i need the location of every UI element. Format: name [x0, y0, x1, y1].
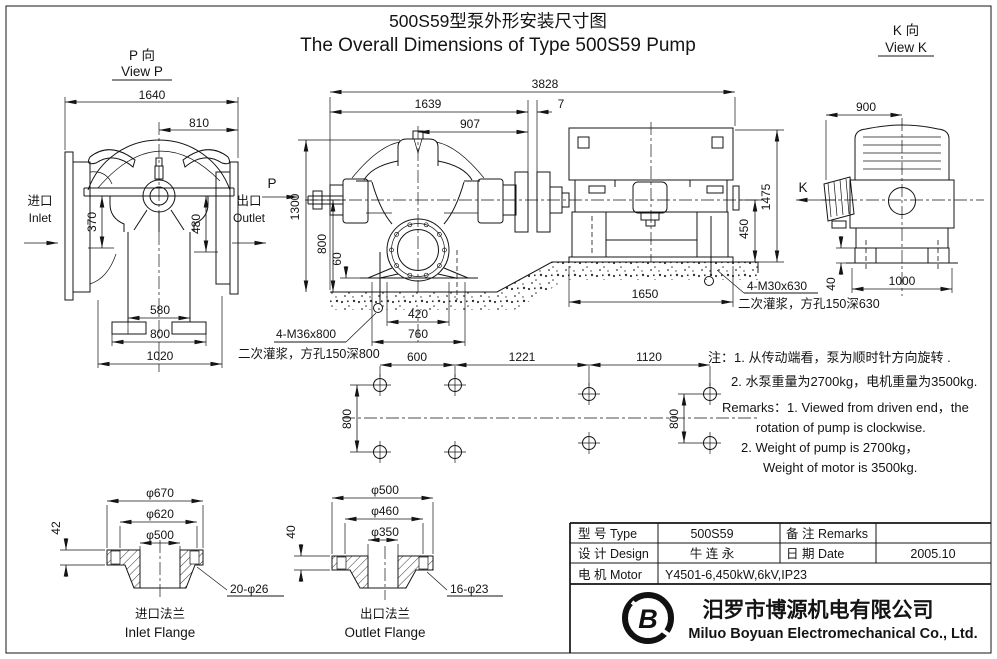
inlet-label-zh: 进口: [27, 194, 52, 208]
dim-1000: 1000: [889, 274, 916, 288]
p-direction-label: P: [267, 176, 276, 191]
view-p-heading-zh: P 向: [129, 48, 155, 63]
view-p-heading-en: View P: [121, 64, 163, 79]
outlet-flange-label-en: Outlet Flange: [344, 625, 425, 640]
company-name-en: Miluo Boyuan Electromechanical Co., Ltd.: [688, 626, 977, 642]
dim-phi620: φ620: [146, 507, 174, 521]
dim-810: 810: [189, 116, 209, 130]
dim-phi500-out: φ500: [371, 483, 399, 497]
logo-glyph: B: [638, 604, 658, 634]
pump-anchor-note: 4-M36x800 二次灌浆，方孔150深800: [238, 312, 380, 361]
grout-band: [330, 262, 758, 310]
company-name-zh: 汨罗市博源机电有限公司: [703, 598, 934, 622]
dim-760: 760: [408, 327, 428, 341]
dim-1020: 1020: [147, 349, 174, 363]
dim-42: 42: [49, 521, 63, 535]
k-direction-label: K: [798, 180, 807, 195]
dim-1300: 1300: [288, 193, 302, 220]
note-en-1: Remarks：1. Viewed from driven end，the: [722, 400, 969, 415]
title-zh: 500S59型泵外形安装尺寸图: [389, 11, 607, 31]
tb-motor-label: 电 机 Motor: [578, 568, 642, 582]
dim-900: 900: [856, 100, 876, 114]
dim-1639: 1639: [415, 97, 442, 111]
dim-40-out: 40: [284, 525, 298, 539]
title-en: The Overall Dimensions of Type 500S59 Pu…: [300, 35, 696, 56]
foundation-plan: 600 1221 1120 800 800: [340, 350, 760, 463]
view-k-heading-en: View K: [885, 40, 927, 55]
dim-40-k: 40: [824, 277, 838, 291]
view-k: K 向 View K 900: [822, 23, 984, 296]
dim-1475: 1475: [759, 183, 773, 210]
dim-800-p: 800: [150, 327, 170, 341]
motor-side-view: [568, 127, 740, 263]
inlet-label-en: Inlet: [29, 211, 52, 225]
terminal-box: [823, 176, 855, 229]
motor-anchor-note: 4-M30x630 二次灌浆，方孔150深630: [716, 269, 880, 311]
dim-1221: 1221: [509, 350, 536, 364]
note-en-2: rotation of pump is clockwise.: [756, 420, 926, 435]
suction-flange-bolts: [389, 222, 447, 278]
inlet-flange-label-zh: 进口法兰: [135, 607, 185, 621]
note-en-4: Weight of motor is 3500kg.: [763, 460, 917, 475]
dim-480: 480: [189, 214, 203, 234]
dim-3828: 3828: [532, 77, 559, 91]
notes-block: 注：1. 从传动端看，泵为顺时针方向旋转 . 2. 水泵重量为2700kg，电机…: [708, 350, 977, 475]
inlet-holes: 20-φ26: [230, 582, 269, 596]
view-k-heading-zh: K 向: [893, 23, 919, 38]
dim-1640: 1640: [139, 88, 166, 102]
foundation-bolts: [369, 374, 721, 463]
motor-anchor-bolt: 4-M30x630: [747, 279, 807, 293]
dim-phi500: φ500: [146, 528, 174, 542]
tb-design-value: 牛 连 永: [690, 546, 735, 561]
dim-phi460: φ460: [371, 504, 399, 518]
note-zh-1: 注：1. 从传动端看，泵为顺时针方向旋转 .: [708, 350, 951, 365]
title-block: 型 号 Type 500S59 备 注 Remarks 设 计 Design 牛…: [569, 522, 991, 653]
main-side-view: 3828 1639 7 907 1300 800 60 P: [238, 77, 880, 361]
dim-370: 370: [85, 212, 99, 232]
dim-420: 420: [408, 307, 428, 321]
tb-date-value: 2005.10: [910, 547, 955, 561]
dim-800-left: 800: [340, 409, 354, 429]
dim-800-shaft: 800: [315, 234, 329, 254]
inlet-flange-label-en: Inlet Flange: [125, 625, 196, 640]
inlet-flange-detail: φ670 φ620 φ500 42 20-φ26 进口法兰 Inlet Flan…: [49, 486, 284, 640]
outlet-label-en: Outlet: [233, 211, 266, 225]
tb-type-label: 型 号 Type: [578, 527, 637, 541]
dim-1650: 1650: [632, 287, 659, 301]
dim-60: 60: [330, 252, 344, 266]
note-zh-2: 2. 水泵重量为2700kg，电机重量为3500kg.: [731, 374, 977, 389]
company-logo: B: [622, 592, 674, 644]
dim-580: 580: [150, 303, 170, 317]
tb-remarks-label: 备 注 Remarks: [786, 526, 868, 541]
outlet-flange-detail: φ500 φ460 φ350 40 16-φ23 出口法兰 Outlet Fla…: [284, 483, 503, 640]
sheet-border: [5, 5, 992, 654]
pump-anchor-bolt: 4-M36x800: [276, 327, 336, 341]
tb-type-value: 500S59: [690, 527, 733, 541]
drawing-title: 500S59型泵外形安装尺寸图 The Overall Dimensions o…: [300, 11, 696, 56]
tb-design-label: 设 计 Design: [578, 546, 649, 561]
view-p: P 向 View P 1640 810: [24, 48, 266, 372]
outlet-label-zh: 出口: [236, 194, 261, 208]
tb-motor-value: Y4501-6,450kW,6kV,IP23: [665, 568, 807, 582]
tb-date-label: 日 期 Date: [786, 547, 844, 561]
dim-800-right: 800: [667, 409, 681, 429]
outlet-flange-label-zh: 出口法兰: [360, 607, 410, 621]
motor-anchor-grout: 二次灌浆，方孔150深630: [738, 296, 880, 311]
dim-600: 600: [407, 350, 427, 364]
dim-7: 7: [558, 97, 565, 111]
dim-1120: 1120: [636, 350, 662, 364]
dim-907: 907: [460, 117, 480, 131]
outlet-holes: 16-φ23: [450, 582, 489, 596]
pump-anchor-grout: 二次灌浆，方孔150深800: [238, 346, 380, 361]
dim-450: 450: [737, 219, 751, 239]
note-en-3: 2. Weight of pump is 2700kg，: [741, 440, 919, 455]
dim-phi670: φ670: [146, 486, 174, 500]
dim-phi350: φ350: [371, 525, 399, 539]
